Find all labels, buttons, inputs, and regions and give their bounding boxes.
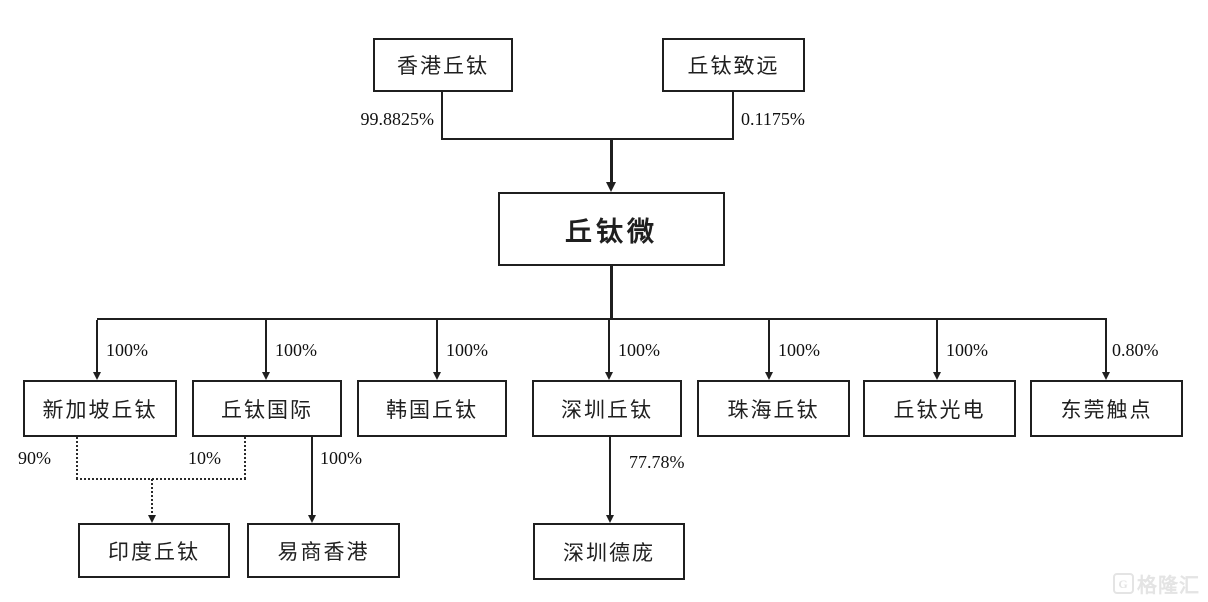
node-hongkong-qtech: 香港丘钛 [373, 38, 513, 92]
connector-drop-zh [768, 320, 770, 373]
node-india-qtech-label: 印度丘钛 [108, 539, 200, 564]
connector-hk-down [441, 92, 443, 140]
pct-root-kr: 100% [446, 340, 488, 360]
node-shenzhen-qtech: 深圳丘钛 [532, 380, 682, 437]
node-singapore-qtech: 新加坡丘钛 [23, 380, 177, 437]
node-zhuhai-qtech-label: 珠海丘钛 [727, 397, 820, 422]
pct-root-zh: 100% [778, 340, 820, 360]
node-esr-hongkong-label: 易商香港 [277, 539, 370, 564]
node-shenzhen-depang: 深圳德庞 [533, 523, 685, 580]
node-zhuhai-qtech: 珠海丘钛 [697, 380, 850, 437]
connector-sg-down-dotted [76, 437, 78, 479]
node-qtech-micro: 丘钛微 [498, 192, 725, 266]
connector-drop-kr [436, 320, 438, 373]
node-dongguan-chudian: 东莞触点 [1030, 380, 1183, 437]
gelonghui-logo-icon: G [1113, 573, 1134, 594]
pct-intl-india: 10% [188, 448, 221, 468]
arrowhead-kr-icon [433, 372, 441, 380]
node-qtech-zhiyuan-label: 丘钛致远 [687, 54, 780, 78]
node-india-qtech: 印度丘钛 [78, 523, 230, 578]
node-shenzhen-depang-label: 深圳德庞 [563, 540, 655, 565]
watermark: G 格隆汇 [1113, 569, 1200, 598]
connector-distribution-bus [97, 318, 1107, 320]
arrowhead-intl-icon [262, 372, 270, 380]
connector-drop-gd [936, 320, 938, 373]
arrowhead-dg-icon [1102, 372, 1110, 380]
connector-drop-sg [96, 320, 98, 373]
connector-esr-drop [311, 437, 313, 517]
node-singapore-qtech-label: 新加坡丘钛 [42, 397, 158, 422]
watermark-text: 格隆汇 [1137, 575, 1200, 597]
node-qtech-international: 丘钛国际 [192, 380, 342, 437]
arrowhead-depang-icon [606, 515, 614, 523]
node-hongkong-qtech-label: 香港丘钛 [397, 54, 489, 78]
arrowhead-sz-icon [605, 372, 613, 380]
connector-depang-drop [609, 437, 611, 517]
connector-india-join-dotted [76, 478, 246, 480]
connector-top-join [441, 138, 734, 140]
node-shenzhen-qtech-label: 深圳丘钛 [561, 397, 653, 422]
connector-intl-down-dotted [244, 437, 246, 479]
connector-into-root [610, 138, 613, 184]
pct-root-sz: 100% [618, 340, 660, 360]
node-qtech-optoelectronics-label: 丘钛光电 [893, 397, 986, 422]
pct-root-gd: 100% [946, 340, 988, 360]
pct-root-intl: 100% [275, 340, 317, 360]
node-qtech-international-label: 丘钛国际 [221, 397, 313, 422]
pct-sz-depang: 77.78% [629, 452, 685, 472]
connector-drop-dg [1105, 320, 1107, 373]
pct-root-sg: 100% [106, 340, 148, 360]
pct-root-dg: 0.80% [1112, 340, 1159, 360]
connector-drop-sz [608, 320, 610, 373]
node-qtech-micro-label: 丘钛微 [565, 216, 658, 247]
pct-zhiyuan-root: 0.1175% [741, 109, 805, 129]
arrowhead-zh-icon [765, 372, 773, 380]
connector-root-down [610, 266, 613, 320]
connector-drop-intl [265, 320, 267, 373]
node-korea-qtech-label: 韩国丘钛 [386, 397, 478, 422]
pct-sg-india: 90% [18, 448, 51, 468]
pct-intl-esr: 100% [320, 448, 362, 468]
node-esr-hongkong: 易商香港 [247, 523, 400, 578]
arrowhead-gd-icon [933, 372, 941, 380]
connector-india-drop-dotted [151, 479, 153, 517]
arrowhead-sg-icon [93, 372, 101, 380]
arrowhead-into-root-icon [606, 182, 616, 192]
node-korea-qtech: 韩国丘钛 [357, 380, 507, 437]
arrowhead-india-icon [148, 515, 156, 523]
node-qtech-optoelectronics: 丘钛光电 [863, 380, 1016, 437]
node-dongguan-chudian-label: 东莞触点 [1060, 397, 1153, 422]
connector-zhiyuan-down [732, 92, 734, 140]
node-qtech-zhiyuan: 丘钛致远 [662, 38, 805, 92]
pct-hk-root: 99.8825% [360, 109, 435, 129]
arrowhead-esr-icon [308, 515, 316, 523]
